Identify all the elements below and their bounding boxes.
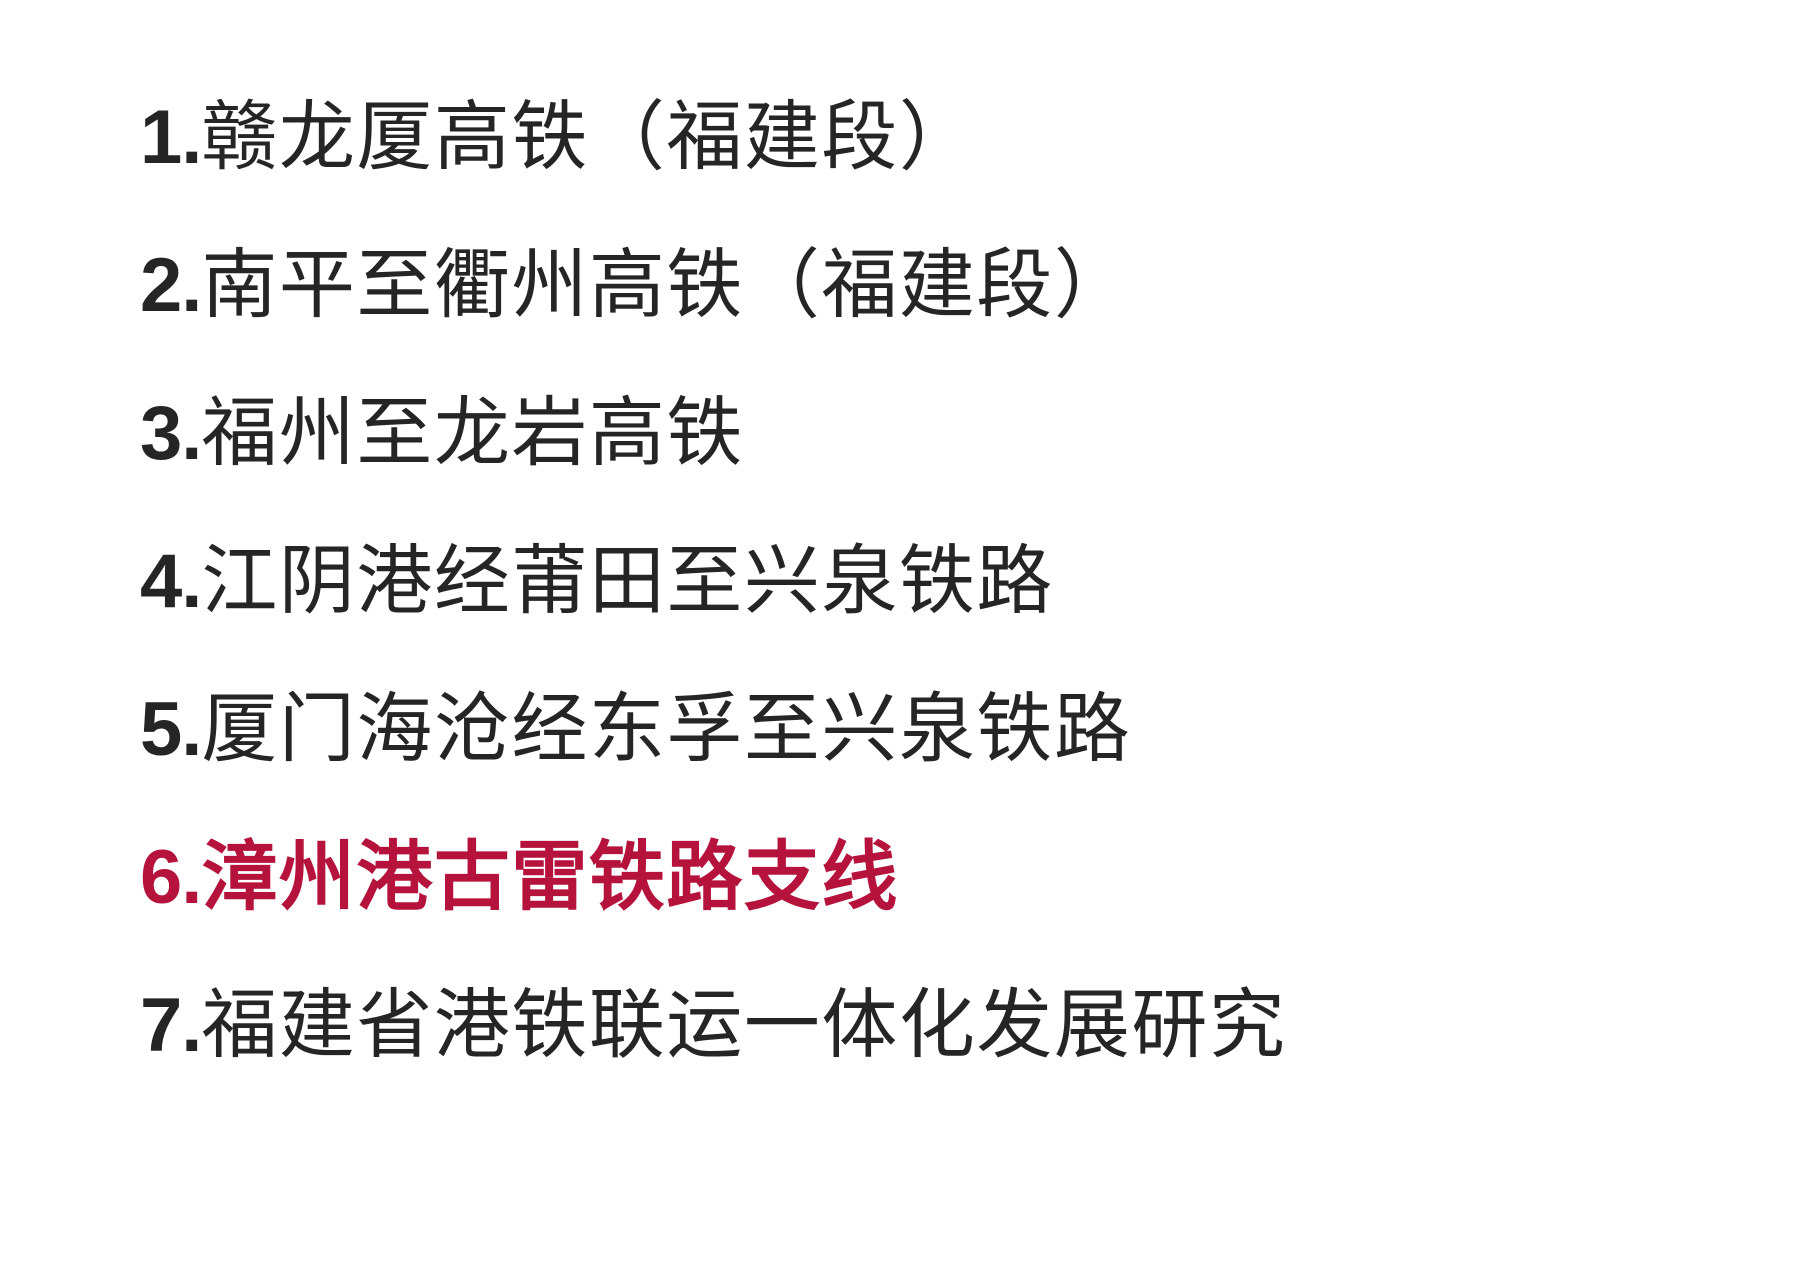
list-item-index: 7. — [140, 983, 202, 1068]
list-item-index: 6. — [140, 835, 202, 920]
list-item-index: 3. — [140, 391, 202, 476]
list-item-label: 江阴港经莆田至兴泉铁路 — [201, 539, 1054, 624]
list-item: 7. 福建省港铁联运一体化发展研究 — [140, 952, 1750, 1100]
list-item-highlighted: 6. 漳州港古雷铁路支线 — [140, 804, 1750, 952]
list-item-index: 4. — [140, 539, 202, 624]
list-item: 2. 南平至衢州高铁（福建段） — [140, 212, 1750, 360]
list-item: 4. 江阴港经莆田至兴泉铁路 — [140, 508, 1750, 656]
list-item-label: 福建省港铁联运一体化发展研究 — [201, 983, 1287, 1068]
list-item-label: 福州至龙岩高铁 — [201, 391, 744, 476]
list-item-label: 南平至衢州高铁（福建段） — [201, 243, 1132, 328]
list-item-label: 赣龙厦高铁（福建段） — [201, 95, 977, 180]
list-item-index: 2. — [140, 243, 202, 328]
list-item: 1. 赣龙厦高铁（福建段） — [140, 64, 1750, 212]
list-item-label: 厦门海沧经东孚至兴泉铁路 — [201, 687, 1132, 772]
railway-project-list: 1. 赣龙厦高铁（福建段） 2. 南平至衢州高铁（福建段） 3. 福州至龙岩高铁… — [140, 64, 1750, 1100]
list-item: 5. 厦门海沧经东孚至兴泉铁路 — [140, 656, 1750, 804]
list-item-label: 漳州港古雷铁路支线 — [201, 835, 899, 920]
list-item: 3. 福州至龙岩高铁 — [140, 360, 1750, 508]
list-item-index: 1. — [140, 95, 202, 180]
list-item-index: 5. — [140, 687, 202, 772]
